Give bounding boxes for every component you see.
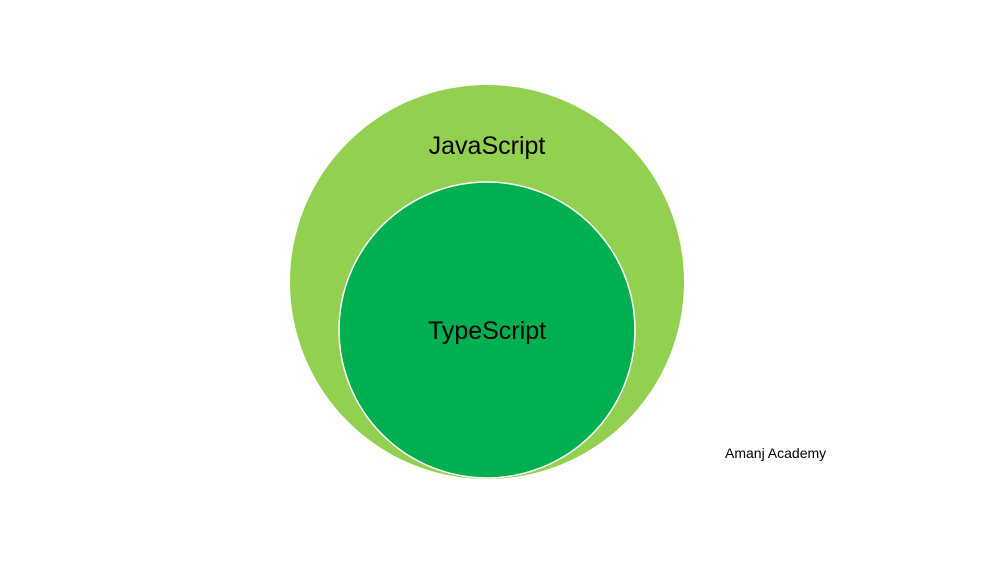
credit-text: Amanj Academy bbox=[725, 445, 827, 461]
typescript-circle bbox=[338, 181, 636, 479]
typescript-label: TypeScript bbox=[428, 317, 546, 345]
javascript-label: JavaScript bbox=[429, 132, 546, 160]
